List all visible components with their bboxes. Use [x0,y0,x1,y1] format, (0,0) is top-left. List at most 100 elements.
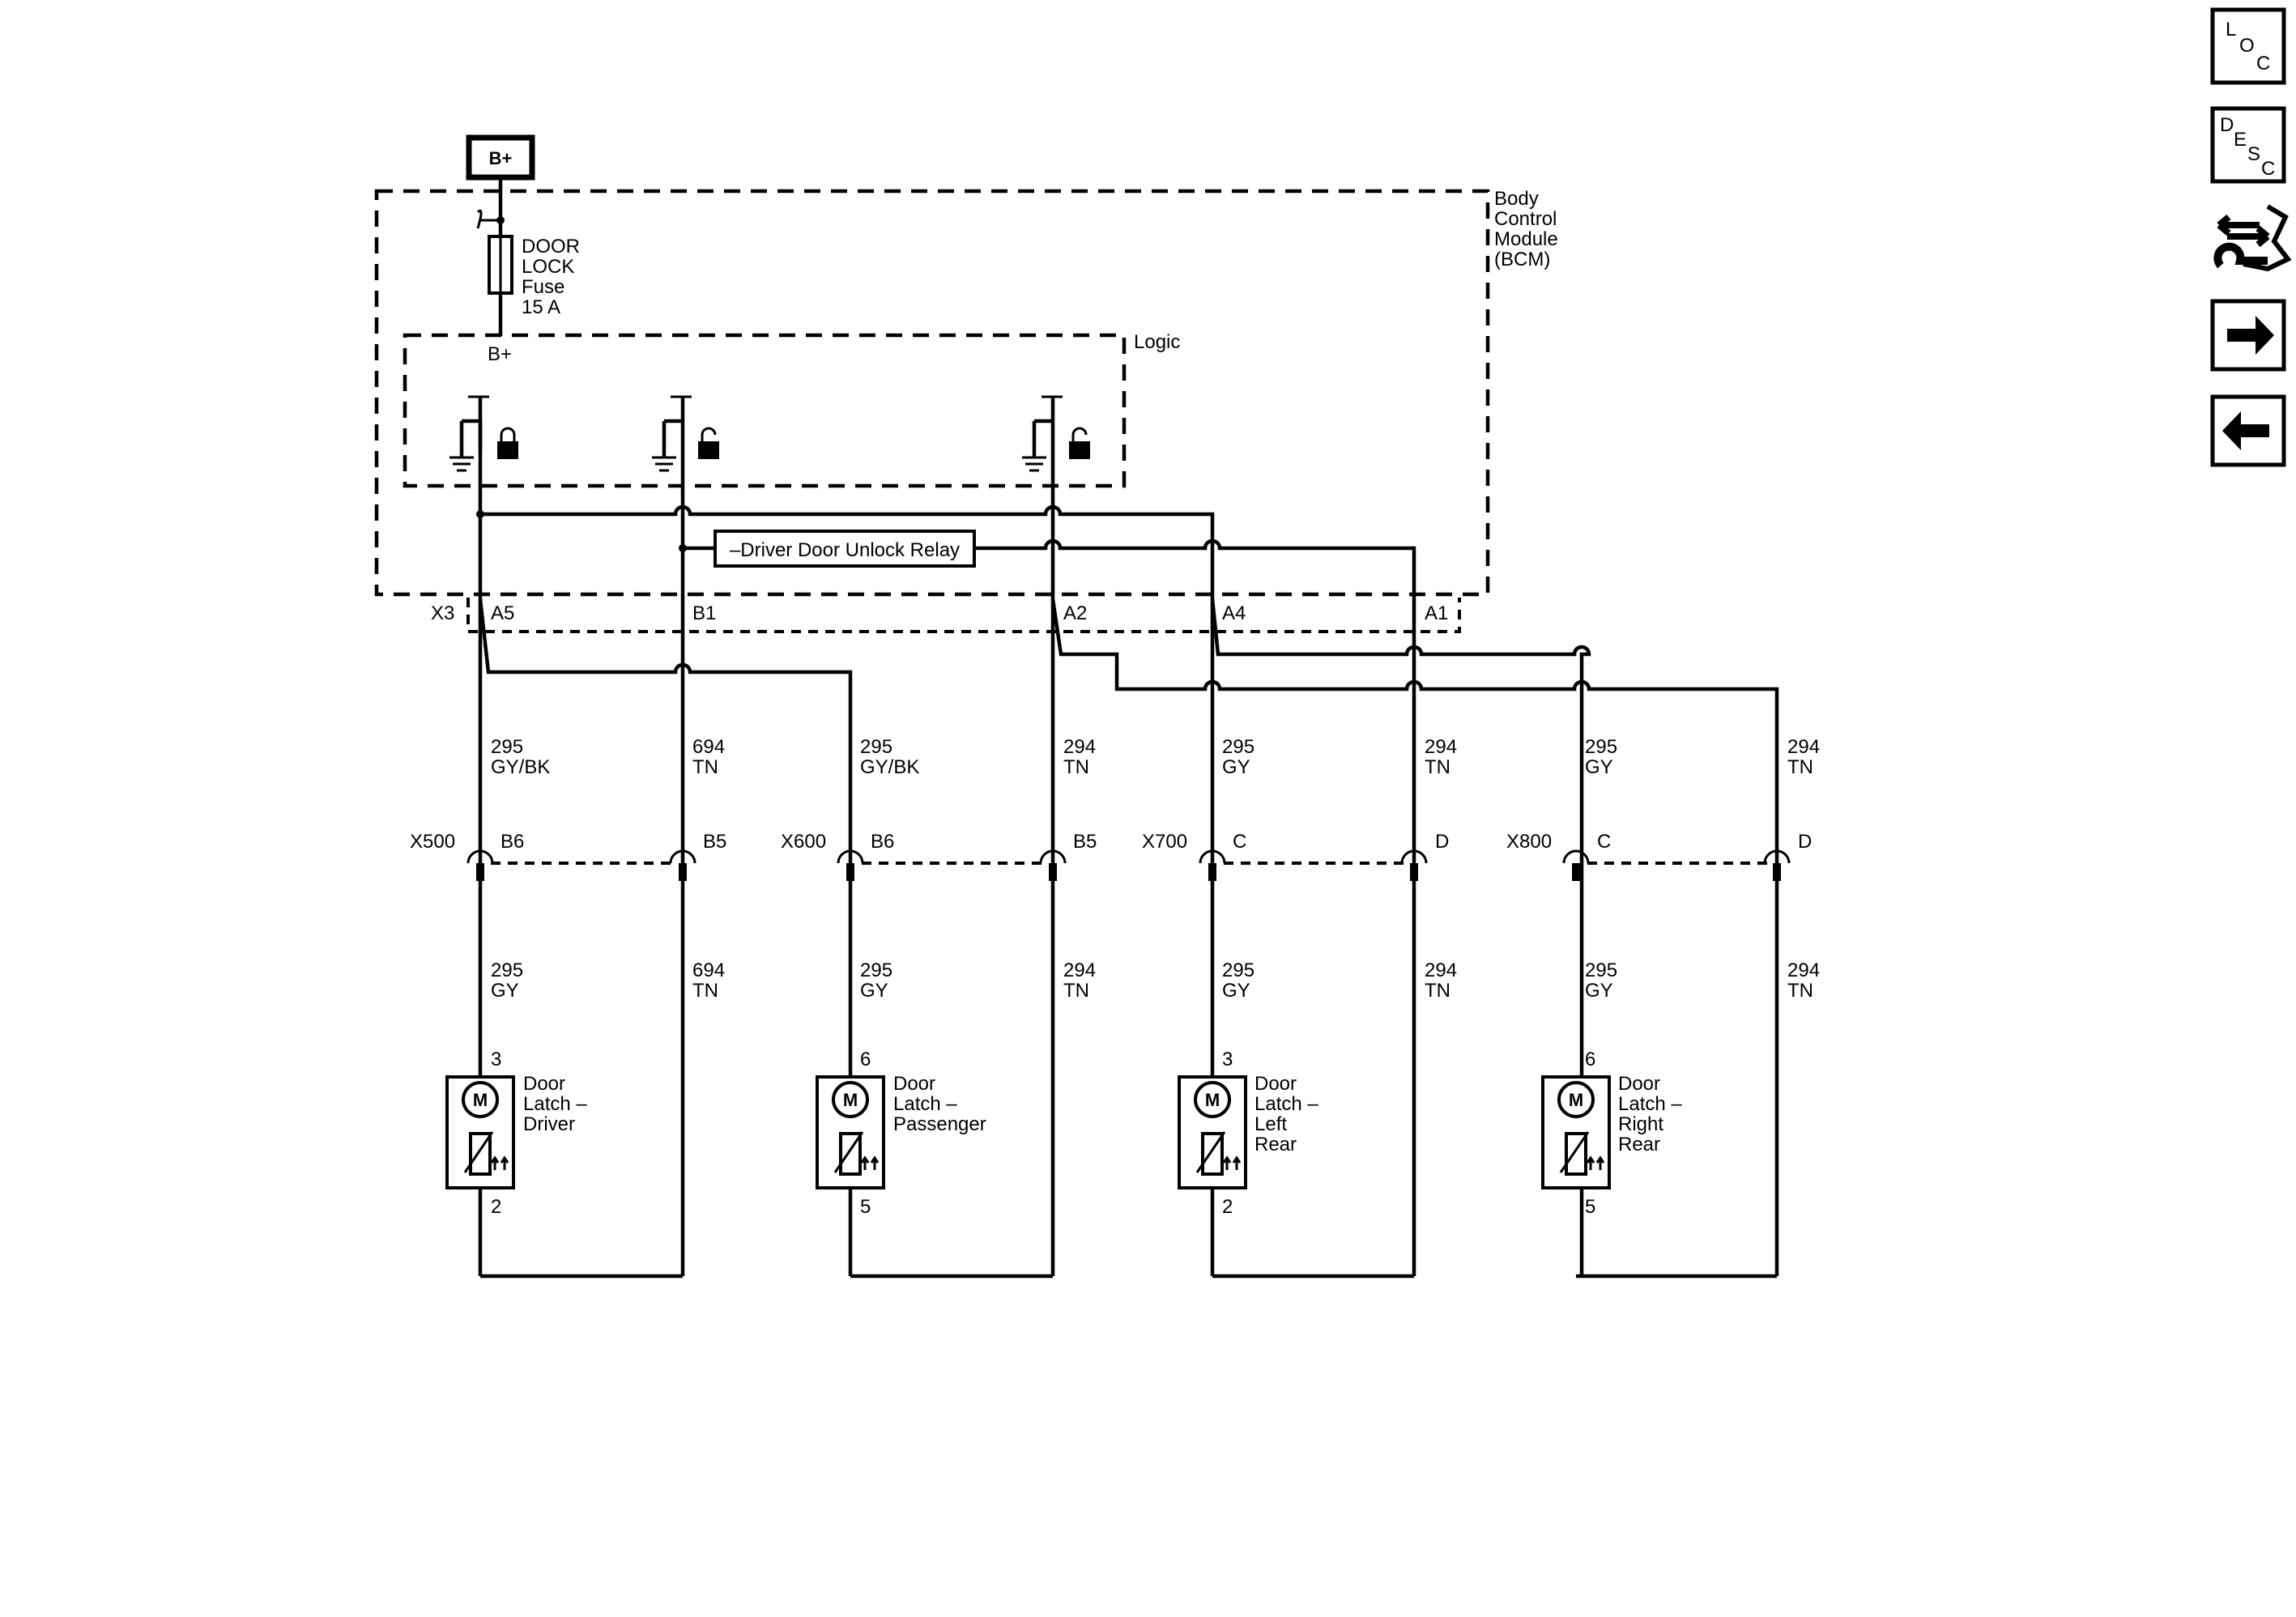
svg-text:5: 5 [860,1196,871,1218]
switch-lock [449,395,518,472]
svg-text:M: M [1569,1090,1583,1110]
svg-text:B5: B5 [703,831,726,853]
svg-text:TN: TN [1787,980,1813,1002]
svg-text:6: 6 [860,1049,871,1070]
x3-pin-a2: A2 [1063,602,1087,624]
svg-text:294: 294 [1425,960,1457,981]
latch-passenger: M 6 5 Door Latch – Passenger [816,1049,986,1218]
svg-text:C: C [1233,831,1246,853]
svg-text:GY/BK: GY/BK [860,756,919,778]
svg-text:X500: X500 [410,831,455,853]
x3-connector-id: X3 [431,602,454,624]
x3-connector-outline [466,598,1461,633]
svg-text:GY: GY [1585,756,1613,778]
svg-text:D: D [1798,831,1812,853]
connector-x500: X500 B6 B5 [410,831,726,881]
svg-text:Latch –: Latch – [893,1093,957,1115]
latch-driver: M 3 2 Door Latch – Driver [445,1049,587,1218]
motor-icon [1194,1081,1231,1118]
svg-text:3: 3 [1222,1049,1233,1070]
fuse-label: DOOR LOCK Fuse 15 A [522,236,580,318]
latch-left-rear: M 3 2 Door Latch – Left Rear [1178,1049,1318,1218]
b-plus-label: B+ [489,148,513,168]
svg-text:Door: Door [1254,1073,1297,1095]
relay-label: –Driver Door Unlock Relay [730,539,960,561]
svg-text:TN: TN [1787,756,1813,778]
svg-text:15 A: 15 A [522,296,560,318]
svg-text:2: 2 [491,1196,501,1218]
svg-text:Fuse: Fuse [522,276,564,298]
svg-text:294: 294 [1425,736,1457,758]
svg-text:X800: X800 [1506,831,1552,853]
svg-text:LOCK: LOCK [522,256,574,278]
relay-box [714,530,976,568]
svg-text:B5: B5 [1073,831,1097,853]
svg-text:D: D [1435,831,1449,853]
svg-text:C: C [2256,53,2270,74]
motor-icon [832,1081,869,1118]
svg-text:Latch –: Latch – [523,1093,587,1115]
svg-text:Body: Body [1494,188,1539,210]
svg-text:694: 694 [692,960,725,981]
switch-unlock [652,395,719,472]
svg-text:X600: X600 [781,831,826,853]
svg-text:295: 295 [1222,960,1254,981]
svg-text:Rear: Rear [1618,1134,1660,1155]
svg-text:TN: TN [1063,980,1089,1002]
svg-text:Door: Door [893,1073,935,1095]
svg-text:GY: GY [491,980,519,1002]
svg-text:295: 295 [491,960,523,981]
x3-pin-b1: B1 [692,602,716,624]
desc-button[interactable]: D E S C [2210,106,2286,184]
svg-text:GY: GY [1222,756,1250,778]
svg-text:X700: X700 [1142,831,1187,853]
svg-text:D: D [2220,114,2234,136]
x3-pin-a1: A1 [1425,602,1448,624]
svg-text:295: 295 [1585,736,1617,758]
connector-swap-icon[interactable] [2213,204,2292,272]
next-arrow-icon[interactable] [2210,299,2286,372]
svg-text:Driver: Driver [523,1113,575,1135]
svg-text:GY: GY [1585,980,1613,1002]
svg-text:Right: Right [1618,1113,1663,1135]
svg-text:294: 294 [1787,736,1820,758]
sensor-icon [1565,1132,1587,1176]
svg-text:L: L [2226,19,2236,40]
svg-text:GY: GY [860,980,888,1002]
svg-text:GY: GY [1222,980,1250,1002]
logic-label: Logic [1134,331,1180,353]
motor-icon [462,1081,499,1118]
svg-text:(BCM): (BCM) [1494,249,1550,270]
svg-text:TN: TN [1063,756,1089,778]
loc-button[interactable]: L O C [2210,7,2286,85]
previous-arrow-icon[interactable] [2210,394,2286,467]
external-splices [478,598,1779,1276]
bcm-label: Body Control Module (BCM) [1494,188,1558,270]
latch-right-rear: M 6 5 Door Latch – Right Rear [1541,1049,1682,1218]
motor-icon [1557,1081,1595,1118]
svg-text:Door: Door [1618,1073,1660,1095]
svg-text:Left: Left [1254,1113,1287,1135]
svg-text:294: 294 [1787,960,1820,981]
svg-text:Control: Control [1494,208,1557,230]
svg-text:295: 295 [1585,960,1617,981]
svg-text:294: 294 [1063,736,1096,758]
svg-text:5: 5 [1585,1196,1595,1218]
svg-text:B6: B6 [871,831,894,853]
svg-text:C: C [1597,831,1611,853]
logic-outline [403,333,1127,488]
svg-text:O: O [2239,35,2255,57]
x3-pin-a4: A4 [1222,602,1246,624]
svg-text:Module: Module [1494,228,1558,250]
svg-text:6: 6 [1585,1049,1595,1070]
svg-text:295: 295 [860,736,892,758]
svg-text:M: M [473,1090,488,1110]
lock-icon [497,427,518,459]
svg-text:Rear: Rear [1254,1134,1297,1155]
door-connectors: X500 B6 B5 X600 B6 B5 X700 C D X800 C D [410,831,1812,881]
svg-text:295: 295 [491,736,523,758]
svg-text:Latch –: Latch – [1254,1093,1318,1115]
svg-text:M: M [1205,1090,1220,1110]
svg-text:S: S [2247,143,2260,165]
